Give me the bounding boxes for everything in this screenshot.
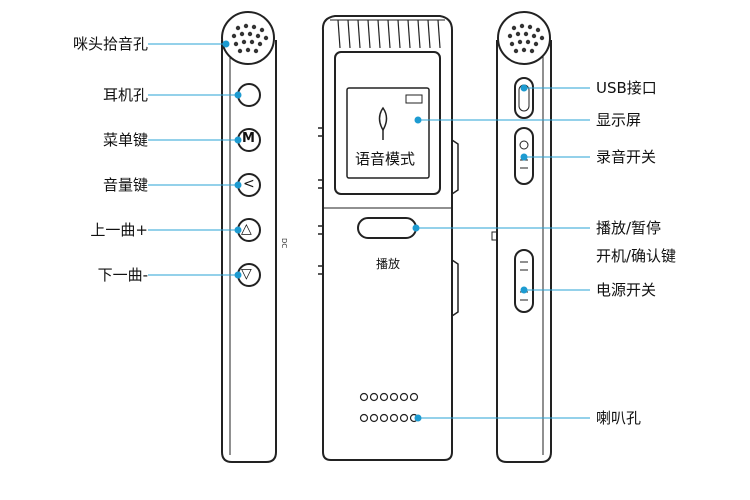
display-bezel: [334, 51, 441, 195]
label-play-pause: 播放/暂停: [596, 219, 662, 237]
label-menu-key: 菜单键: [102, 131, 148, 149]
leader-dots: [222, 40, 528, 422]
volume-key-glyph: <: [243, 176, 255, 192]
mic-grille-icon: [507, 23, 545, 54]
display-screen: [346, 87, 430, 179]
prev-track-glyph: △: [241, 221, 252, 237]
mic-grille-icon: [231, 23, 269, 54]
label-record-switch: 录音开关: [596, 148, 657, 166]
play-label-text: 播放: [376, 257, 401, 271]
screen-mode-text: 语音模式: [355, 150, 416, 168]
leader-lines: [148, 43, 590, 419]
battery-icon: [405, 94, 423, 104]
label-speaker: 喇叭孔: [596, 409, 642, 427]
usb-port-icon: [514, 77, 534, 119]
next-track-glyph: ▽: [241, 266, 252, 282]
speaker-holes-icon: [359, 392, 419, 423]
play-pause-button[interactable]: [357, 217, 417, 239]
svg-text:DC: DC: [280, 238, 288, 248]
front-view: [318, 15, 459, 461]
label-earphone: 耳机孔: [102, 86, 148, 104]
label-power-confirm: 开机/确认键: [596, 247, 677, 265]
label-power-switch: 电源开关: [596, 281, 657, 299]
left-side-view: DC: [221, 11, 288, 463]
menu-key-glyph: M: [242, 131, 255, 146]
label-usb: USB接口: [596, 79, 657, 97]
label-next-track: 下一曲-: [97, 266, 148, 284]
label-prev-track: 上一曲+: [90, 221, 148, 239]
label-mic: 咪头拾音孔: [72, 35, 148, 53]
microphone-mode-icon: [378, 106, 388, 140]
label-display: 显示屏: [596, 111, 642, 129]
label-volume-key: 音量键: [102, 176, 148, 194]
record-switch-icon[interactable]: [514, 127, 534, 185]
power-switch-icon[interactable]: [514, 249, 534, 313]
right-side-view: [491, 11, 552, 463]
